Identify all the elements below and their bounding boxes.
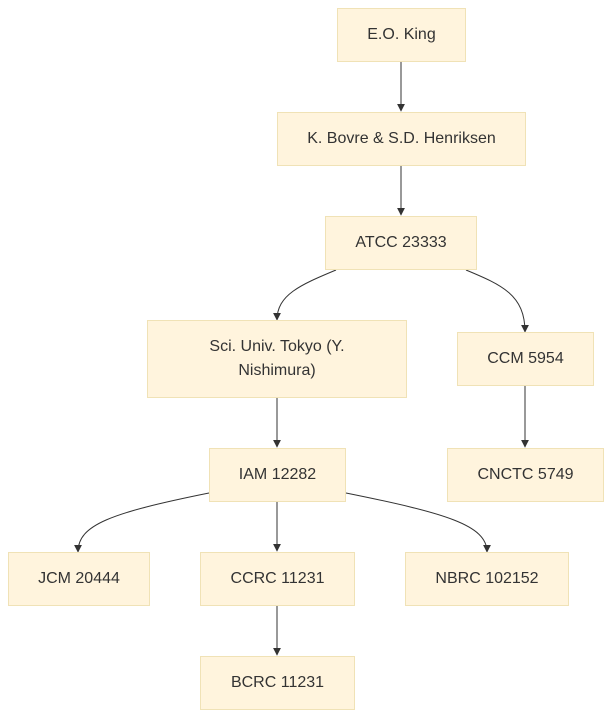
edge-atcc-23333-to-ccm-5954 <box>465 269 529 333</box>
node-cnctc-5749: CNCTC 5749 <box>447 448 604 502</box>
edge-atcc-23333-to-sci-univ-tokyo <box>273 269 337 321</box>
node-bovre-henriksen: K. Bovre & S.D. Henriksen <box>277 112 526 166</box>
node-ccm-5954: CCM 5954 <box>457 332 594 386</box>
node-bcrc-11231: BCRC 11231 <box>200 656 355 710</box>
node-jcm-20444: JCM 20444 <box>8 552 150 606</box>
node-atcc-23333: ATCC 23333 <box>325 216 477 270</box>
edge-iam-12282-to-jcm-20444 <box>74 492 210 553</box>
edge-iam-12282-to-nbrc-102152 <box>345 492 491 553</box>
node-ccrc-11231: CCRC 11231 <box>200 552 355 606</box>
node-nbrc-102152: NBRC 102152 <box>405 552 569 606</box>
node-sci-univ-tokyo: Sci. Univ. Tokyo (Y. Nishimura) <box>147 320 407 398</box>
node-iam-12282: IAM 12282 <box>209 448 346 502</box>
node-eo-king: E.O. King <box>337 8 466 62</box>
